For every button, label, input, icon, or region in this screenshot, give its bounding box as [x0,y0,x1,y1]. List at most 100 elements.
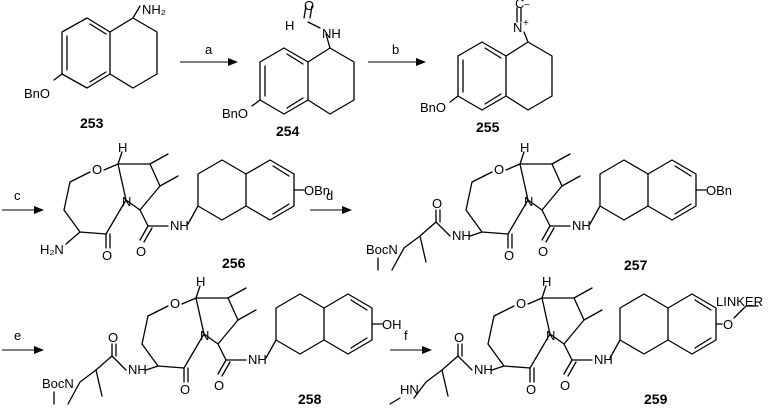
bond [733,305,759,319]
compound-label: 259 [644,391,668,407]
bond [109,17,158,89]
atom-label: O [432,196,442,211]
atom-label: N [122,194,131,209]
bond [573,287,593,299]
bond [589,159,649,225]
bond [89,71,107,83]
bond [694,337,712,349]
arrow-head [422,346,432,354]
bond [323,293,373,355]
arrow-step-c: c [2,188,44,214]
bond [159,175,179,187]
arrow-step-a: a [180,42,238,66]
bond [245,159,295,221]
atom-label: O [538,244,548,259]
compound-254: O H NH BnO 254 [222,0,355,139]
bond [519,151,525,165]
bond [61,17,111,89]
atom-label: H [542,274,551,289]
bond [541,225,551,241]
bond [527,297,551,369]
bond [491,365,505,371]
bond [103,163,127,235]
atom-label: H [520,140,529,155]
compound-258: O H N O NH O O NH OH BocN 258 [42,274,402,407]
bond [217,343,227,361]
arrow-head [342,206,352,214]
compound-label: 254 [276,123,300,139]
bond [145,365,159,371]
atom-label: NH [452,228,471,243]
atom-label: BocN [366,242,398,257]
atom-label: O [560,378,570,393]
bond [484,93,502,105]
bond [563,359,573,375]
bond [583,309,603,321]
bond [694,299,712,311]
arrow-step-d: d [310,188,352,214]
bond [307,21,321,29]
atom-label: O [136,244,146,259]
bond [217,359,227,375]
step-label: e [14,328,21,343]
atom-label: H [285,18,294,33]
atom-label: H [196,274,205,289]
bond [187,159,247,225]
bond [674,203,692,215]
atom-label: N [200,328,209,343]
bond [139,209,149,227]
bond [272,165,290,177]
atom-label: OH [382,317,402,332]
arrow-head [34,346,44,354]
bond [465,171,509,235]
compound-label: 257 [624,257,648,273]
atom-label: N [546,328,555,343]
atom-label: O [526,382,536,397]
bond [457,41,507,111]
arrow-head [416,58,426,66]
compound-253: NH₂ BnO 253 [24,2,166,131]
bond [303,5,307,19]
bond [350,299,368,311]
bond [286,53,304,65]
atom-label: C [515,0,524,11]
bond [89,23,107,35]
bond [265,293,325,359]
bond [391,221,451,271]
bond [667,293,717,355]
bond [143,227,153,243]
atom-label: BnO [24,86,50,101]
atom-label: NH [170,218,189,233]
compound-label: 256 [222,255,246,271]
atom-label: − [524,0,530,11]
atom-label: OBn [706,183,732,198]
bond [674,165,692,177]
atom-label: LINKER [716,294,763,309]
compound-255: C N + − BnO 255 [420,0,553,135]
bond [563,343,573,361]
atom-label: O [170,296,180,311]
atom-label: HN [400,382,419,397]
atom-label: NH₂ [142,2,166,17]
atom-label: NH [128,362,147,377]
compound-257: O H N O NH O O NH OBn BocN 257 [366,140,732,273]
step-label: d [326,188,333,203]
bond [141,305,185,369]
atom-label: O [180,382,190,397]
atom-label: O [516,296,526,311]
bond [272,203,290,215]
step-label: b [392,42,399,57]
arrow-step-b: b [368,42,426,66]
bond [251,99,261,107]
bond [227,287,247,299]
bond [259,47,309,115]
step-label: a [205,42,213,57]
bond [609,293,669,359]
atom-label: O [108,330,118,345]
bond [149,153,169,165]
bond [505,41,553,111]
bond [505,163,529,235]
atom-label: O [102,248,112,263]
atom-label: N [513,20,522,35]
bond [419,235,427,263]
